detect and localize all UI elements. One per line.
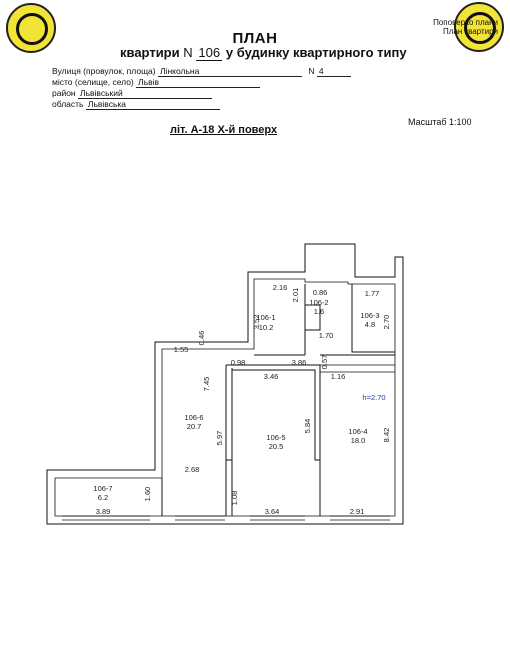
inner-wall xyxy=(54,278,396,517)
room-106-6-id: 106-6 xyxy=(184,413,203,422)
dim-label: 3.89 xyxy=(96,507,111,516)
dim-label: 3.46 xyxy=(264,372,279,381)
dim-label: 3.52 xyxy=(252,315,261,330)
apartment-number: 106 xyxy=(196,45,223,61)
dim-label: 5.97 xyxy=(215,431,224,446)
address-street: Вулиця (провулок, площа) Лінкольна N 4 xyxy=(52,66,351,77)
room-106-2-id: 106-2 xyxy=(309,298,328,307)
dim-label: 1.55 xyxy=(174,345,189,354)
seal-stamp-right xyxy=(454,2,504,52)
dim-label: 2.91 xyxy=(350,507,365,516)
room-106-1-id: 106-1 xyxy=(256,313,275,322)
floor-label: літ. А-18 Х-й поверх xyxy=(170,124,278,136)
address-region: область Львівська xyxy=(52,99,220,110)
dim-label: 0.86 xyxy=(313,288,328,297)
room-106-5-area: 20.5 xyxy=(269,442,284,451)
room-106-5-id: 106-5 xyxy=(266,433,285,442)
address-district: район Львівський xyxy=(52,88,212,99)
room-106-1-area: 10.2 xyxy=(259,323,274,332)
address-city: місто (селище, село) Львів xyxy=(52,77,261,88)
dim-label: 8.42 xyxy=(382,428,391,443)
room-106-3-id: 106-3 xyxy=(360,311,379,320)
dim-label: 2.16 xyxy=(273,283,288,292)
room-106-6-area: 20.7 xyxy=(187,422,202,431)
seal-stamp-left xyxy=(6,3,56,53)
dim-label: 1.08 xyxy=(230,491,239,506)
room-106-7-id: 106-7 xyxy=(93,484,112,493)
room-106-2-area: 1.6 xyxy=(314,307,324,316)
dim-label: 3.86 xyxy=(292,358,307,367)
dim-label: 1.70 xyxy=(319,331,334,340)
dim-label: 1.77 xyxy=(365,289,380,298)
outer-wall xyxy=(46,243,404,525)
dim-label: 0.98 xyxy=(231,358,246,367)
dim-label: 1.16 xyxy=(331,372,346,381)
dim-label: 2.01 xyxy=(291,288,300,303)
dim-label: 5.84 xyxy=(303,419,312,434)
dim-label: 0.46 xyxy=(197,331,206,346)
dim-label: 1.60 xyxy=(143,487,152,502)
room-106-3-area: 4.8 xyxy=(365,320,375,329)
document-subtitle: квартири N 106 у будинку квартирного тип… xyxy=(120,45,407,61)
document-title: ПЛАН xyxy=(232,30,278,47)
room-106-4-area: 18.0 xyxy=(351,436,366,445)
room-106-7-area: 6.2 xyxy=(98,493,108,502)
scale-label: Масштаб 1:100 xyxy=(408,117,472,127)
dim-label: 3.64 xyxy=(265,507,280,516)
corner-text: Поповерхо плани План квартири xyxy=(433,18,498,36)
dim-label: 2.70 xyxy=(382,315,391,330)
room-106-4-id: 106-4 xyxy=(348,427,367,436)
dim-label: 0.57 xyxy=(320,355,329,370)
dim-label: 7.45 xyxy=(202,377,211,392)
ceiling-height: h=2.70 xyxy=(362,393,385,402)
dim-label: 2.68 xyxy=(185,465,200,474)
